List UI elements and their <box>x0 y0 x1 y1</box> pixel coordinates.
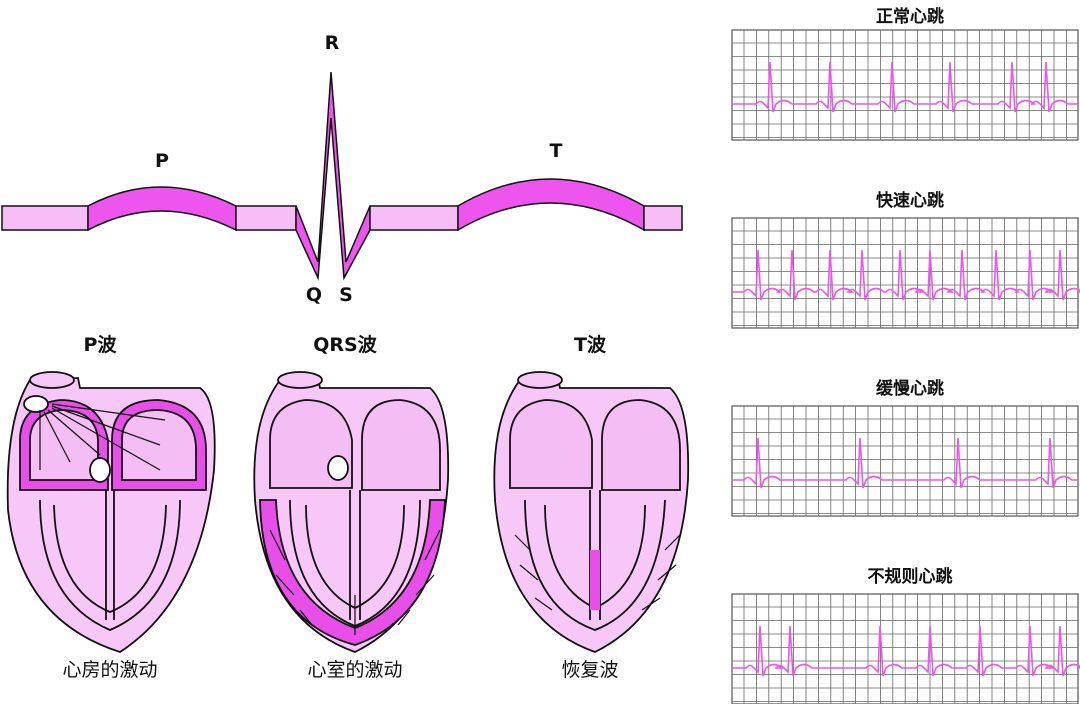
wave-label-q: Q <box>305 284 323 306</box>
strip-title-irregular: 不规则心跳 <box>867 567 953 587</box>
sa-node <box>23 395 49 413</box>
wave-label-t: T <box>549 140 563 162</box>
baseline-segment-2 <box>235 205 297 231</box>
ecg-trace <box>732 625 1080 677</box>
heart-ventricular-activation <box>253 371 450 653</box>
p-wave-band <box>87 186 237 232</box>
baseline-segment-3 <box>369 205 459 231</box>
heart-caption-p: 心房的激动 <box>62 659 158 681</box>
conduction-arrows <box>269 529 441 635</box>
ecg-trace <box>732 61 1078 113</box>
aorta-opening <box>517 371 563 389</box>
wave-label-r: R <box>324 32 340 54</box>
rhythm-strip-normal <box>731 29 1079 141</box>
heart-title-t: T波 <box>574 334 606 356</box>
rhythm-strips <box>731 29 1080 704</box>
strip-title-slow: 缓慢心跳 <box>876 379 944 399</box>
heart-caption-t: 恢复波 <box>561 659 619 681</box>
conduction-arrows <box>514 534 681 611</box>
heart-repolarization <box>493 371 690 653</box>
qrs-complex <box>295 71 371 281</box>
heart-title-qrs: QRS波 <box>313 334 377 356</box>
conduction-arrows <box>39 403 166 471</box>
ecg-trace <box>732 437 1078 489</box>
heart-caption-qrs: 心室的激动 <box>307 659 403 681</box>
wave-label-s: S <box>339 284 353 306</box>
baseline-segment-4 <box>643 205 683 231</box>
strip-title-fast: 快速心跳 <box>876 191 944 211</box>
aorta-opening <box>277 371 323 389</box>
heart-title-p: P波 <box>83 334 117 356</box>
rhythm-strip-slow <box>731 405 1079 517</box>
baseline-segment-1 <box>1 205 89 231</box>
heart-atrial-activation <box>6 371 216 653</box>
t-wave-band <box>457 178 645 232</box>
rhythm-strip-fast <box>731 217 1080 329</box>
aorta-opening <box>29 371 75 389</box>
ecg-trace <box>732 249 1080 301</box>
wave-label-p: P <box>155 150 169 172</box>
strip-title-normal: 正常心跳 <box>876 7 944 27</box>
rhythm-strip-irregular <box>731 593 1080 704</box>
ecg-waveform <box>1 71 683 281</box>
